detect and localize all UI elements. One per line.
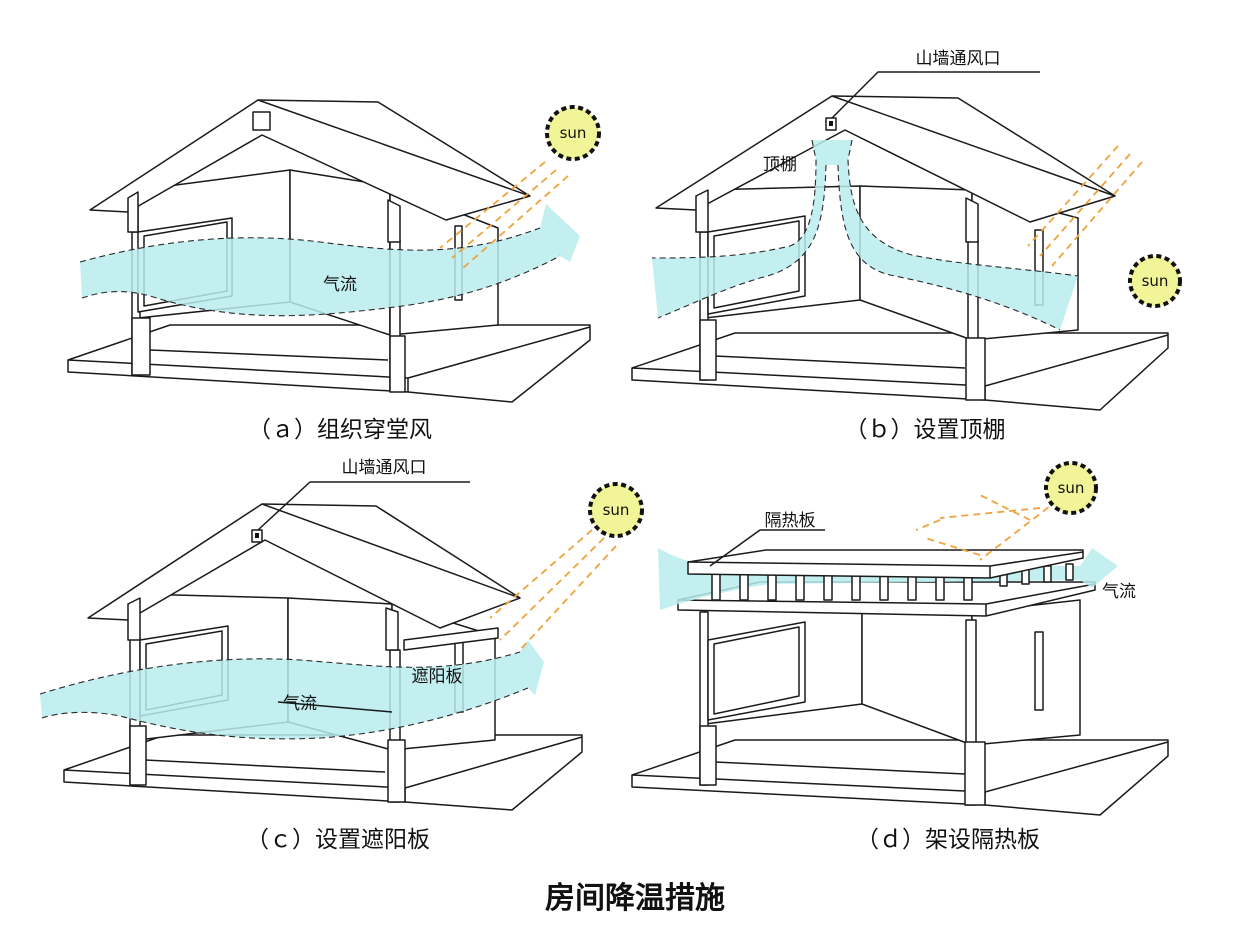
back-wall-right	[862, 608, 972, 745]
panel-c: sun 山墙通风口 遮阳板 气流 （ｃ）设置遮阳板	[40, 458, 642, 853]
vent-label: 山墙通风口	[916, 49, 1001, 69]
support-post	[1066, 564, 1073, 580]
caption-c: （ｃ）设置遮阳板	[246, 827, 430, 853]
sun-label: sun	[560, 124, 587, 142]
post-mid-base	[965, 742, 985, 805]
eave-post-left	[128, 598, 140, 640]
airflow-label: 气流	[283, 694, 317, 714]
panel-d: sun 隔热板 气流 （ｄ）架设隔热板	[632, 463, 1168, 853]
post-mid-base	[390, 336, 405, 392]
right-window	[1035, 632, 1043, 710]
eave-post-right	[966, 198, 978, 242]
sun-label: sun	[603, 501, 630, 519]
sun-label: sun	[1142, 272, 1169, 290]
post-mid-base	[966, 338, 985, 400]
post-left-base	[700, 320, 716, 380]
sun-label: sun	[1058, 479, 1085, 497]
eave-post-left	[696, 190, 708, 232]
post-left-base	[132, 318, 150, 375]
post-left-base	[700, 726, 716, 785]
eave-post-left	[128, 192, 138, 232]
caption-a: （ａ）组织穿堂风	[248, 417, 432, 443]
sun-ray	[490, 530, 592, 618]
panel-label: 隔热板	[765, 511, 816, 531]
sun-ray	[916, 520, 940, 530]
vent-dot	[829, 121, 833, 126]
eave-post-right	[386, 608, 398, 650]
ceiling-label: 顶棚	[763, 155, 797, 175]
airflow-label: 气流	[1102, 582, 1136, 602]
ridge-beam	[253, 112, 270, 130]
sun-ray-reflected	[978, 494, 1030, 520]
sun-ray	[520, 546, 616, 650]
support-post	[1044, 566, 1051, 582]
post-left-base	[130, 726, 146, 785]
sunshade-label: 遮阳板	[412, 667, 463, 687]
post-mid-base	[388, 740, 405, 802]
vent-dot	[255, 533, 259, 538]
sun-ray	[500, 538, 604, 640]
right-wall	[972, 600, 1080, 745]
panel-a: sun 气流 （ａ）组织穿堂风	[68, 100, 599, 443]
panel-b: sun 山墙通风口 顶棚 （ｂ）设置顶棚	[632, 49, 1180, 443]
caption-d: （ｄ）架设隔热板	[856, 827, 1040, 853]
vent-label: 山墙通风口	[342, 458, 427, 478]
eave-post-right	[388, 200, 400, 242]
airflow-label: 气流	[323, 275, 357, 295]
figure-title: 房间降温措施	[545, 881, 725, 916]
caption-b: （ｂ）设置顶棚	[845, 417, 1006, 443]
